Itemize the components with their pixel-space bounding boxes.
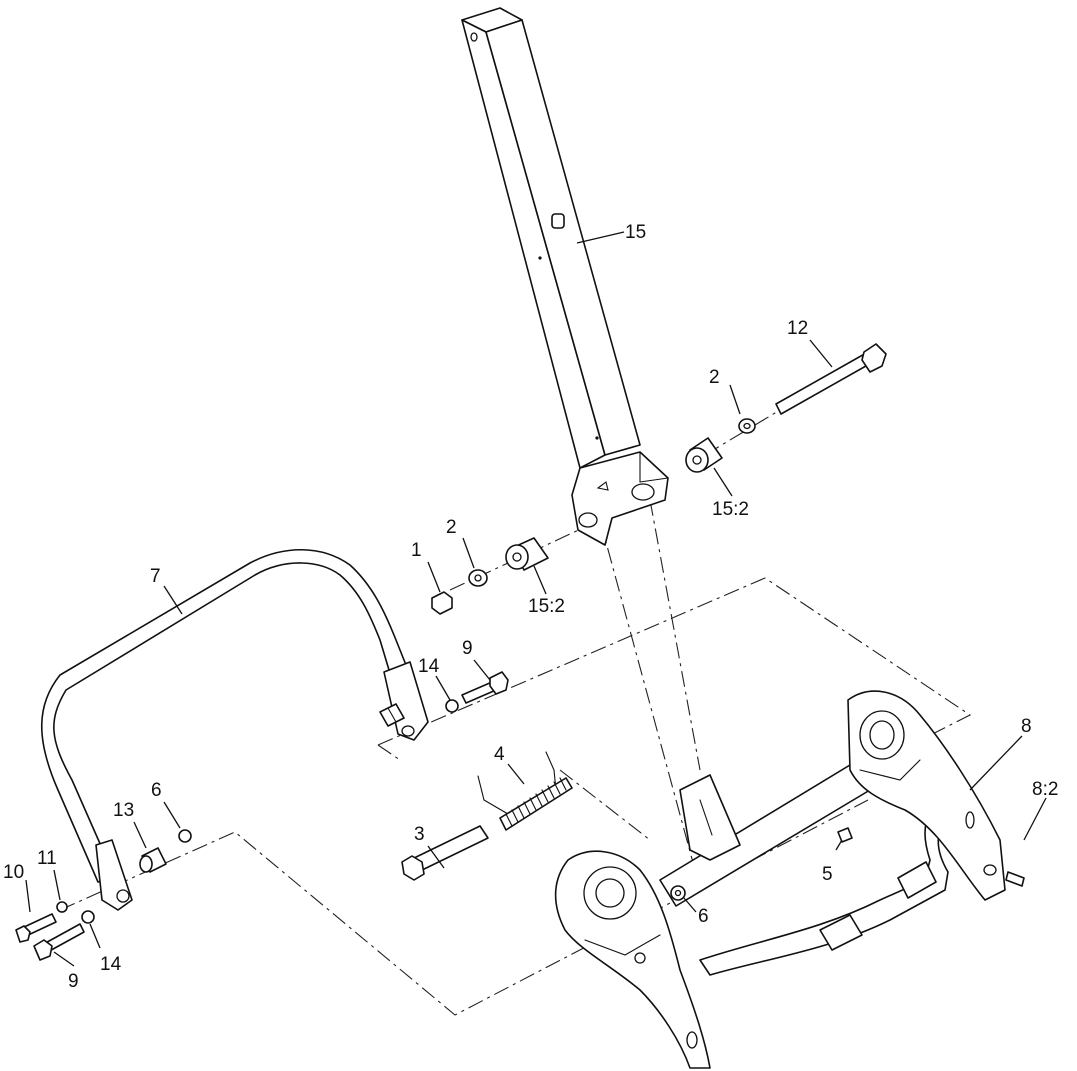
callout-2-right: 2 — [709, 367, 720, 388]
lower-left-hardware — [15, 829, 192, 961]
part-3-bolt — [401, 825, 489, 881]
callout-13: 13 — [113, 800, 134, 821]
callout-2-left: 2 — [446, 517, 457, 538]
callout-15-2-right: 15:2 — [712, 499, 749, 520]
callout-14-lower: 14 — [100, 954, 122, 975]
callout-1: 1 — [411, 540, 422, 561]
part-1-nut — [431, 591, 453, 615]
callout-6-right: 6 — [698, 906, 709, 927]
part-15-2-bushing-right — [685, 437, 723, 473]
part-8-2-pin — [1005, 871, 1025, 887]
callout-15-2-left: 15:2 — [528, 596, 565, 617]
part-7-handle-bar — [40, 548, 429, 911]
callout-12: 12 — [787, 318, 808, 339]
part-11-washer — [56, 901, 68, 913]
callout-3: 3 — [414, 824, 425, 845]
part-15-2-bushing-left — [505, 537, 549, 571]
callout-7: 7 — [150, 566, 161, 587]
callout-6-left: 6 — [151, 780, 162, 801]
part-9-bolt-upper — [461, 671, 509, 704]
callout-8-2: 8:2 — [1032, 779, 1058, 800]
callout-10: 10 — [3, 862, 24, 883]
part-15-upright-post — [461, 7, 669, 546]
callout-labels: 15 12 2 15:2 1 2 15:2 7 9 14 4 3 8 8:2 5… — [3, 222, 1058, 992]
callout-5: 5 — [822, 864, 833, 885]
part-14-spacer-lower — [81, 910, 95, 924]
part-6-bushing-left — [178, 829, 192, 843]
part-14-spacer-upper — [445, 699, 459, 713]
callout-14-upper: 14 — [418, 656, 440, 677]
callout-11: 11 — [37, 848, 57, 869]
callout-9-upper: 9 — [462, 638, 473, 659]
callout-15: 15 — [625, 222, 646, 243]
callout-4: 4 — [494, 744, 505, 765]
callout-leader-lines — [25, 231, 1047, 967]
part-8-frame — [554, 690, 1025, 1069]
callout-9-lower: 9 — [68, 971, 79, 992]
part-5-grease-fitting — [837, 827, 853, 843]
part-12-long-bolt — [775, 343, 887, 415]
part-4-spring — [477, 751, 573, 831]
callout-8: 8 — [1021, 716, 1032, 737]
